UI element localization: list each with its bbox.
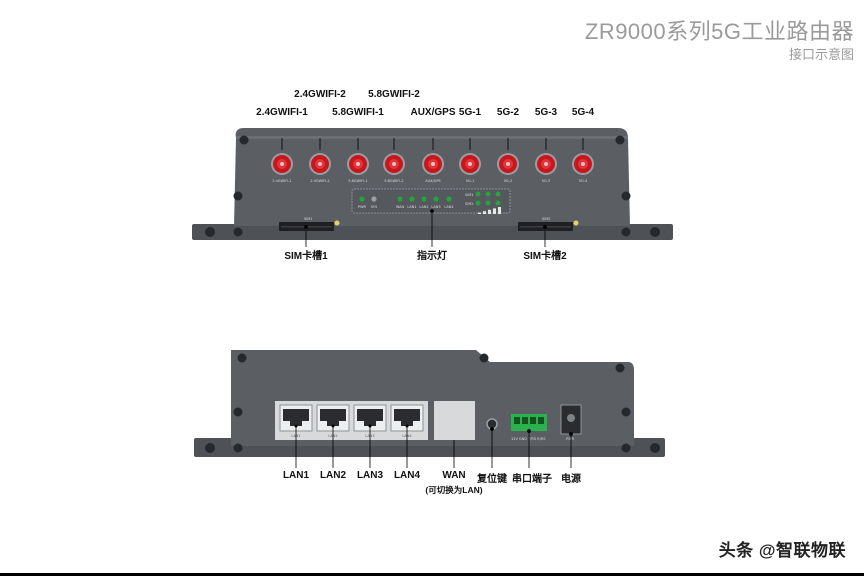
power-tiny-label: PWR [566,437,575,441]
antenna-connector-icon: AUX/GPS [422,138,444,183]
screw-icon [621,407,631,417]
port-label: LAN4 [393,470,421,481]
led-tiny-label: LAN2 [419,205,428,209]
watermark: 头条 @智联物联 [718,541,846,560]
back-screws [205,353,660,453]
sim-slot-1-label: SIM卡槽1 [284,251,328,262]
wan-block [434,401,475,440]
front-screws [205,135,660,237]
antenna-connector-icon: 5.8GWIFI-1 [347,138,369,183]
antenna-connector-icon: 5.8GWIFI-2 [383,138,405,183]
antenna-label: 2.4GWIFI-2 [294,89,346,100]
antenna-connector-icon: 5G-1 [459,138,481,183]
antenna-tiny-label: 5G-1 [466,179,474,183]
bottom-rule [0,573,864,576]
antenna-tiny-label: 5G-3 [542,179,550,183]
wan-note: (可切换为LAN) [425,485,483,495]
antenna-tiny-label: 2.4GWIFI-2 [310,179,329,183]
port-label: LAN3 [356,470,384,481]
ethernet-port-icon: LAN3 [353,404,387,468]
signal-tiny-label: SIM1 [465,193,474,197]
port-label: LAN2 [319,470,347,481]
sim2-tiny-label: SIM2 [542,217,551,221]
screw-icon [233,191,243,201]
screw-icon [615,135,625,145]
led-tiny-label: PWR [358,205,367,209]
screw-icon [650,227,660,237]
signal-led-icon [475,200,481,206]
screw-icon [621,443,631,453]
ethernet-port-icon: LAN4 [390,404,424,468]
antenna-tiny-label: 5.8GWIFI-2 [384,179,403,183]
power-label: 电源 [561,474,581,485]
signal-tiny-label: SIM2 [465,202,474,206]
screw-icon [479,353,489,363]
indicator-panel [351,188,511,214]
signal-led-icon [495,200,501,206]
led-tiny-label: SYS [371,205,378,209]
screw-icon [233,443,243,453]
signal-led-icon [485,200,491,206]
antenna-label: 5G-2 [496,107,520,118]
front-chassis [234,128,630,226]
screw-icon [621,191,631,201]
status-led-icon [371,196,377,202]
screw-icon [621,227,631,237]
antenna-label: 5.8GWIFI-2 [368,89,420,100]
status-led-icon [421,196,427,202]
antenna-tiny-label: 5.8GWIFI-1 [348,179,367,183]
sim-slot-2-label: SIM卡槽2 [523,251,567,262]
antenna-label: 2.4GWIFI-1 [256,107,308,118]
led-tiny-label: LAN4 [444,205,454,209]
serial-label: 串口端子 [512,474,552,485]
antenna-connector-icon: 2.4GWIFI-2 [309,138,331,183]
antenna-tiny-label: 5G-2 [504,179,512,183]
screw-icon [205,227,215,237]
port-label: LAN1 [282,470,310,481]
led-tiny-label: LAN3 [431,205,440,209]
screw-icon [233,227,243,237]
antenna-label: 5G-3 [534,107,558,118]
signal-led-icon [495,191,501,197]
signal-led-icon [475,191,481,197]
antenna-tiny-label: 2.4GWIFI-1 [272,179,291,183]
antenna-tiny-label: 5G-4 [579,179,588,183]
antenna-label: 5G-1 [458,107,482,118]
page-subtitle: 接口示意图 [788,47,854,62]
screw-icon [233,407,243,417]
status-led-icon [446,196,452,202]
status-led-icon [397,196,403,202]
antenna-connector-icon: 5G-4 [572,138,594,183]
antenna-label: 5.8GWIFI-1 [332,107,384,118]
antenna-connector-icon: 5G-2 [497,138,519,183]
screw-icon [237,353,247,363]
status-led-icon [433,196,439,202]
reset-label: 复位键 [477,474,507,485]
screw-icon [615,363,625,373]
led-tiny-label: WAN [396,205,405,209]
ethernet-port-icon: LAN1 [279,404,313,468]
sim1-tiny-label: SIM1 [304,217,313,221]
front-mounting-flange [192,224,673,240]
status-led-icon [409,196,415,202]
ethernet-port-icon: LAN2 [316,404,350,468]
antenna-label: 5G-4 [571,107,595,118]
port-label: WAN [442,470,466,481]
indicator-label: 指示灯 [417,251,447,262]
antenna-label: AUX/GPS [410,107,456,118]
signal-led-icon [485,191,491,197]
antenna-tiny-label: AUX/GPS [425,179,441,183]
screw-icon [650,443,660,453]
antenna-connector-icon: 5G-3 [535,138,557,183]
antenna-connector-icon: 2.4GWIFI-1 [271,138,293,183]
led-tiny-label: LAN1 [407,205,416,209]
screw-icon [205,443,215,453]
screw-icon [239,135,249,145]
status-led-icon [359,196,365,202]
sim1-led-icon [334,220,340,226]
page-title: ZR9000系列5G工业路由器 [584,19,854,44]
sim2-led-icon [573,220,579,226]
